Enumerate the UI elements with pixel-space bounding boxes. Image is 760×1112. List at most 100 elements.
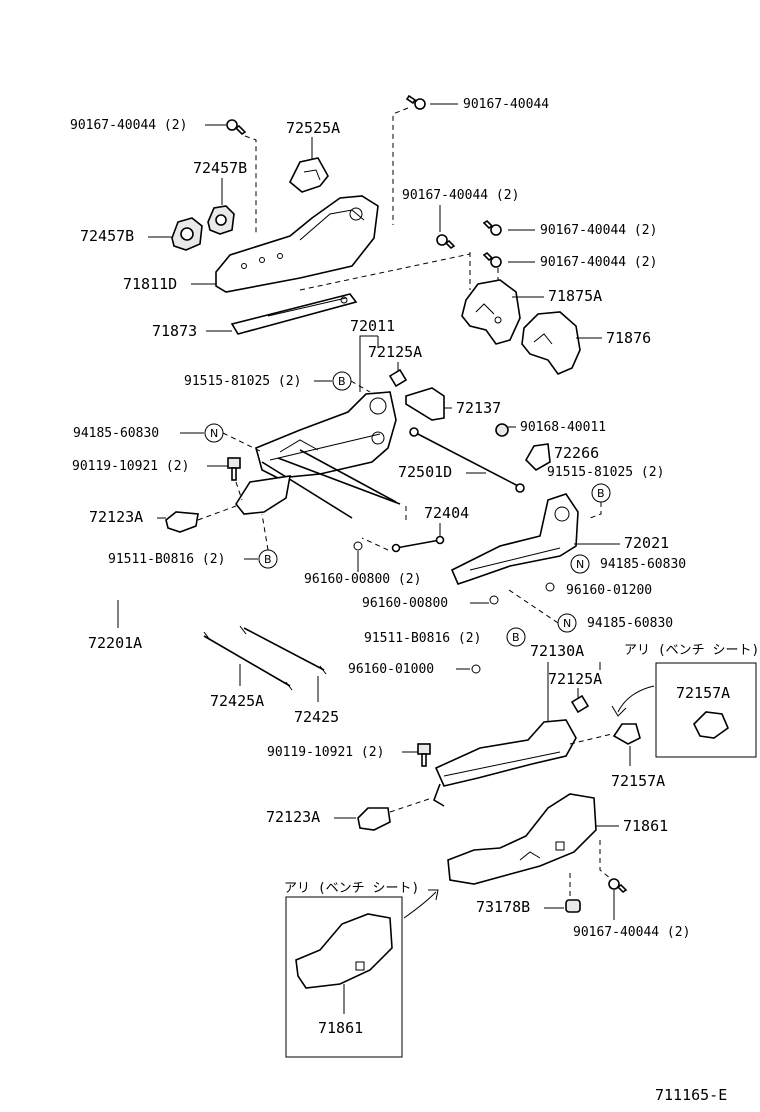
cap-icon [565,899,581,913]
bracket-icon [405,387,445,421]
knob-icon [207,205,235,235]
label-90167-40044-2-f: 90167-40044 (2) [573,925,690,940]
bracket-icon [525,443,551,471]
side-cover-icon [295,913,393,989]
seat-adjuster-frame-icon [255,391,397,479]
inset-box [285,896,403,1058]
cap-icon [612,723,641,745]
clip-icon [471,664,481,674]
rail-rod-icon [261,449,401,519]
clip-icon [388,368,408,388]
label-72157A-a: 72157A [676,684,730,702]
label-72457B-b: 72457B [80,227,134,245]
arrow-icon [611,685,655,717]
svg-text:N: N [210,427,218,440]
label-72201A: 72201A [88,634,142,652]
inner-cover-icon [461,279,521,345]
screw-icon [482,219,502,236]
recliner-cover-group: 90167-40044 (2) 90167-40044 72525A 72457… [70,94,657,375]
label-71876: 71876 [606,329,651,347]
label-96160-01200: 96160-01200 [566,583,652,598]
screw-icon [608,878,628,894]
svg-text:B: B [512,631,520,644]
rail-cover-icon [357,807,391,831]
arrow-icon [403,889,439,919]
label-72125A-a: 72125A [368,343,422,361]
adjuster-handle-bar-icon [28,538,158,600]
lower-track-group: 72425A 72425 72130A 72125A 96160-01000 9… [203,625,759,1058]
label-71861-b: 71861 [318,1019,363,1037]
spring-icon [203,631,293,691]
label-73178B: 73178B [476,898,530,916]
clip-icon [489,595,499,605]
side-cover-icon [447,793,597,885]
rail-cover-icon [165,511,199,533]
marker-n-icon: N [204,423,224,443]
clip-icon [570,694,590,714]
inset-box [655,662,757,758]
marker-b-icon: B [332,371,352,391]
label-bench-seat-b: アリ (ベンチ シート) [284,881,419,896]
label-72266: 72266 [554,444,599,462]
lower-rail-icon [235,475,291,515]
diagram-id: 711165-E [655,1086,727,1104]
label-91515-81025-2-a: 91515-81025 (2) [184,374,301,389]
screw-icon [482,251,502,268]
screw-icon [405,94,426,110]
torsion-rod-icon [409,427,525,493]
label-90167-40044-2-a: 90167-40044 (2) [70,118,187,133]
marker-n-icon: N [557,613,577,633]
label-91511-B0816-2-a: 91511-B0816 (2) [108,552,225,567]
label-72011: 72011 [350,317,395,335]
label-96160-00800-2: 96160-00800 (2) [304,572,421,587]
label-71811D: 71811D [123,275,177,293]
label-71861-a: 71861 [623,817,668,835]
label-91511-B0816-2-b: 91511-B0816 (2) [364,631,481,646]
nut-icon [495,423,509,437]
label-90167-40044-2-e: 90167-40044 (2) [540,255,657,270]
bolt-icon [417,743,431,767]
screw-icon [436,234,456,250]
label-90167-40044-2-d: 90167-40044 (2) [540,223,657,238]
outer-cover-icon [521,311,581,375]
cap-icon [693,711,729,739]
label-72425A: 72425A [210,692,264,710]
label-72501D: 72501D [398,463,452,481]
label-72404: 72404 [424,504,469,522]
screw-icon [226,119,247,136]
label-96160-01000: 96160-01000 [348,662,434,677]
svg-text:B: B [338,375,346,388]
marker-b-icon: B [258,549,278,569]
label-72157A-b: 72157A [611,772,665,790]
knob-icon [171,217,203,251]
marker-n-icon: N [570,554,590,574]
label-90168-40011: 90168-40011 [520,420,606,435]
svg-text:B: B [597,487,605,500]
label-72137: 72137 [456,399,501,417]
label-72525A: 72525A [286,119,340,137]
marker-b-icon: B [506,627,526,647]
svg-text:N: N [563,617,571,630]
cover-bar-icon [230,293,358,335]
svg-text:B: B [264,553,272,566]
label-94185-60830-c: 94185-60830 [587,616,673,631]
label-90167-40044-b: 90167-40044 [463,97,549,112]
label-72457B-a: 72457B [193,159,247,177]
label-71873: 71873 [152,322,197,340]
label-90119-10921-2-b: 90119-10921 (2) [267,745,384,760]
link-icon [391,535,445,553]
clip-icon [545,582,555,592]
marker-b-icon: B [591,483,611,503]
adjuster-group: 72011 72125A 91515-81025 (2) B [28,317,686,652]
label-72123A-a: 72123A [89,508,143,526]
label-94185-60830-b: 94185-60830 [600,557,686,572]
label-72123A-b: 72123A [266,808,320,826]
clip-icon [289,157,329,193]
label-90119-10921-2-a: 90119-10921 (2) [72,459,189,474]
label-91515-81025-2-b: 91515-81025 (2) [547,465,664,480]
right-adjuster-icon [450,493,579,585]
lower-track-icon [433,719,577,807]
label-94185-60830-a: 94185-60830 [73,426,159,441]
label-71875A: 71875A [548,287,602,305]
